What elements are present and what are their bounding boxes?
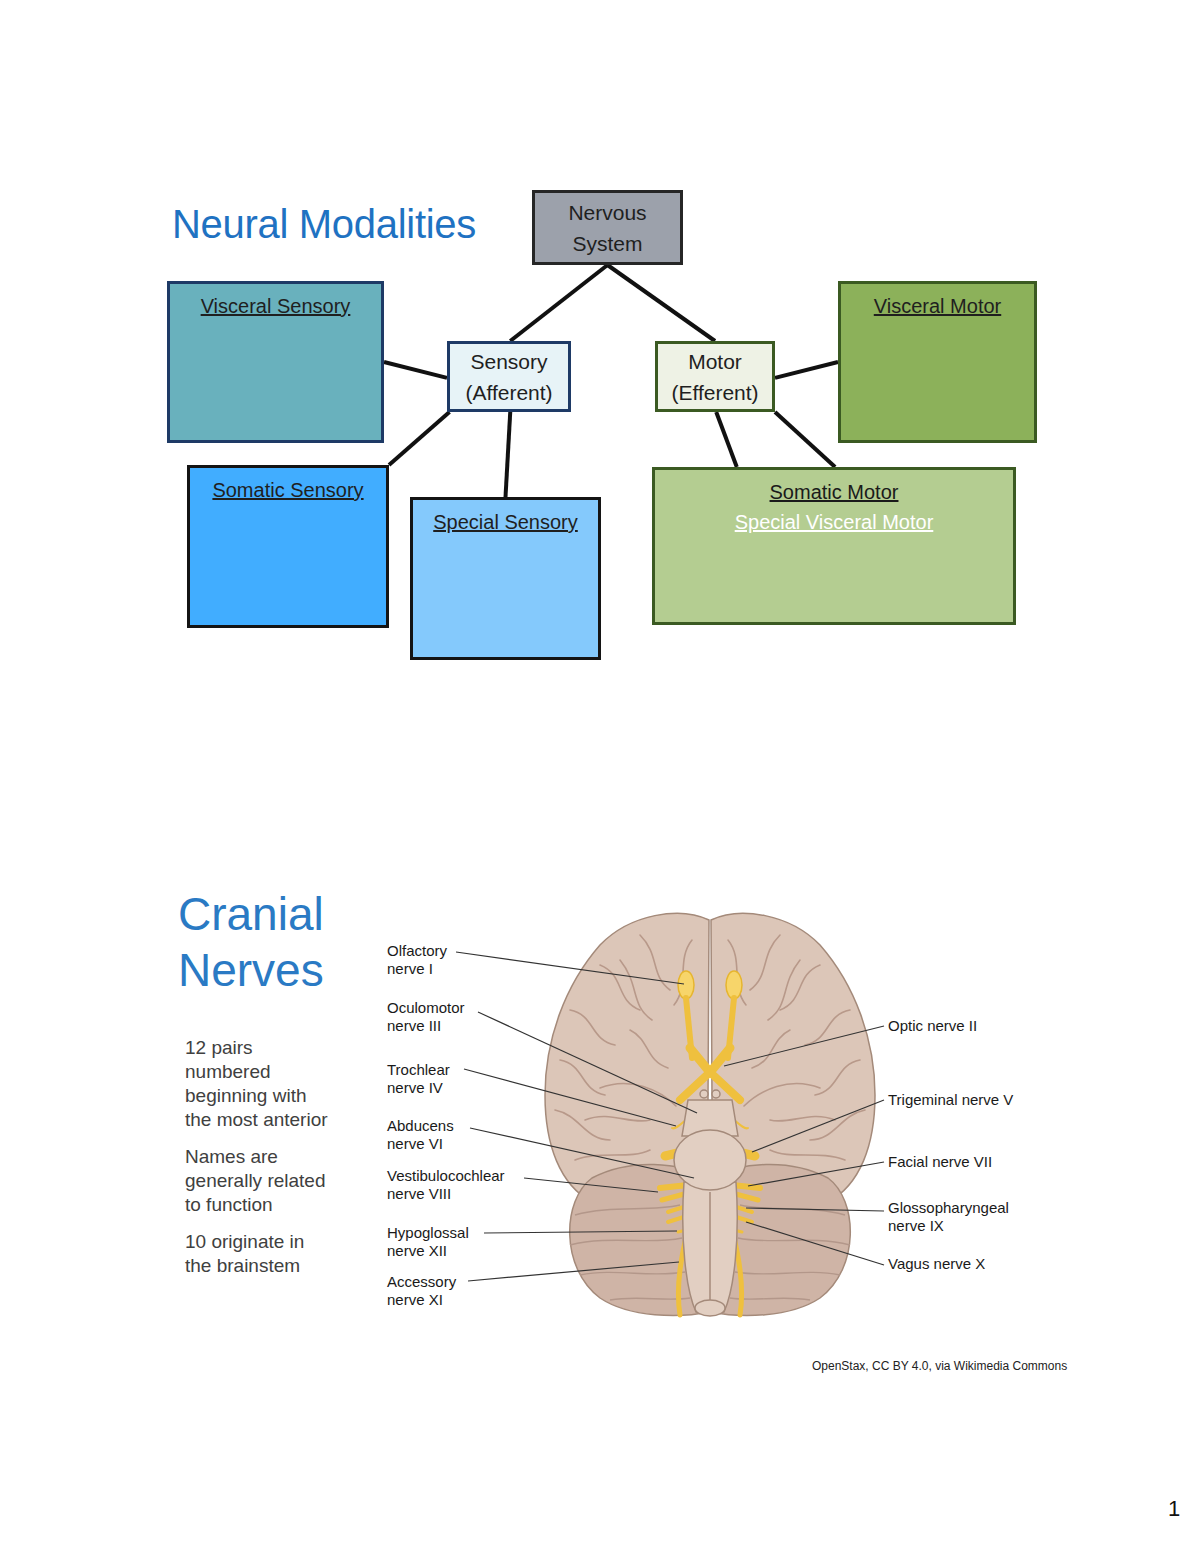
- box-label: Visceral Sensory: [201, 291, 351, 321]
- box-label: Somatic Sensory: [212, 475, 363, 505]
- box-label: Sensory (Afferent): [456, 346, 562, 408]
- leader-line: [748, 1162, 884, 1186]
- nerve-label: Olfactory nerve I: [387, 942, 467, 978]
- bullet-point: 12 pairs numbered beginning with the mos…: [185, 1036, 333, 1132]
- medulla: [683, 1182, 738, 1312]
- mammillary-body: [712, 1090, 720, 1098]
- nerve-label: Oculomotor nerve III: [387, 999, 482, 1035]
- connector-line: [775, 362, 838, 378]
- category-box: Special Sensory: [410, 497, 601, 660]
- nerve-label: Abducens nerve VI: [387, 1117, 472, 1153]
- brainstem: [674, 1090, 746, 1316]
- connector-line: [775, 412, 835, 467]
- mammillary-body: [700, 1090, 708, 1098]
- category-box: Nervous System: [532, 190, 683, 265]
- connector-line: [510, 265, 607, 341]
- leader-line: [746, 1222, 884, 1265]
- leader-line: [478, 1012, 697, 1113]
- nerve-label: Facial nerve VII: [888, 1153, 1088, 1171]
- leader-line: [464, 1069, 676, 1126]
- nerve-label: Optic nerve II: [888, 1017, 1088, 1035]
- box-label: Visceral Motor: [874, 291, 1001, 321]
- leader-line: [468, 1262, 679, 1281]
- category-box: Visceral Motor: [838, 281, 1037, 443]
- slide-title: Neural Modalities: [172, 200, 476, 248]
- category-box: Sensory (Afferent): [447, 341, 571, 412]
- category-box: Somatic MotorSpecial Visceral Motor: [652, 467, 1016, 625]
- nerve-label: Vagus nerve X: [888, 1255, 1088, 1273]
- box-label: Special Visceral Motor: [735, 507, 934, 537]
- spinal-cord: [695, 1300, 725, 1316]
- connector-line: [384, 362, 447, 378]
- box-label: Somatic Motor: [770, 477, 899, 507]
- page-number: 1: [1168, 1496, 1180, 1522]
- leader-line: [746, 1208, 884, 1211]
- nerve-label: Vestibulocochlear nerve VIII: [387, 1167, 527, 1203]
- leader-line: [724, 1026, 884, 1066]
- nerve-label: Trigeminal nerve V: [888, 1091, 1088, 1109]
- category-box: Visceral Sensory: [167, 281, 384, 443]
- leader-line: [456, 952, 684, 984]
- connector-line: [716, 412, 737, 467]
- box-label: Nervous System: [541, 197, 674, 259]
- bullet-point: Names are generally related to function: [185, 1145, 333, 1217]
- box-label: Special Sensory: [433, 507, 578, 537]
- connector-line: [389, 412, 449, 465]
- nerve-label: Trochlear nerve IV: [387, 1061, 467, 1097]
- image-credit: OpenStax, CC BY 4.0, via Wikimedia Commo…: [812, 1359, 1067, 1373]
- box-label: Motor (Efferent): [664, 346, 766, 408]
- leader-line: [524, 1178, 658, 1192]
- leader-line: [484, 1231, 677, 1233]
- category-box: Somatic Sensory: [187, 465, 389, 628]
- category-box: Motor (Efferent): [655, 341, 775, 412]
- connector-line: [506, 412, 511, 497]
- nerve-label: Glossopharyngeal nerve IX: [888, 1199, 1028, 1235]
- midline: [709, 1192, 711, 1300]
- leader-lines: [456, 952, 884, 1281]
- connector-line: [608, 265, 716, 341]
- section-heading: Cranial Nerves: [178, 886, 348, 998]
- leader-line: [752, 1100, 884, 1152]
- pons: [674, 1130, 746, 1190]
- bullet-point: 10 originate in the brainstem: [185, 1230, 333, 1278]
- nerve-label: Accessory nerve XI: [387, 1273, 472, 1309]
- nerve-label: Hypoglossal nerve XII: [387, 1224, 485, 1260]
